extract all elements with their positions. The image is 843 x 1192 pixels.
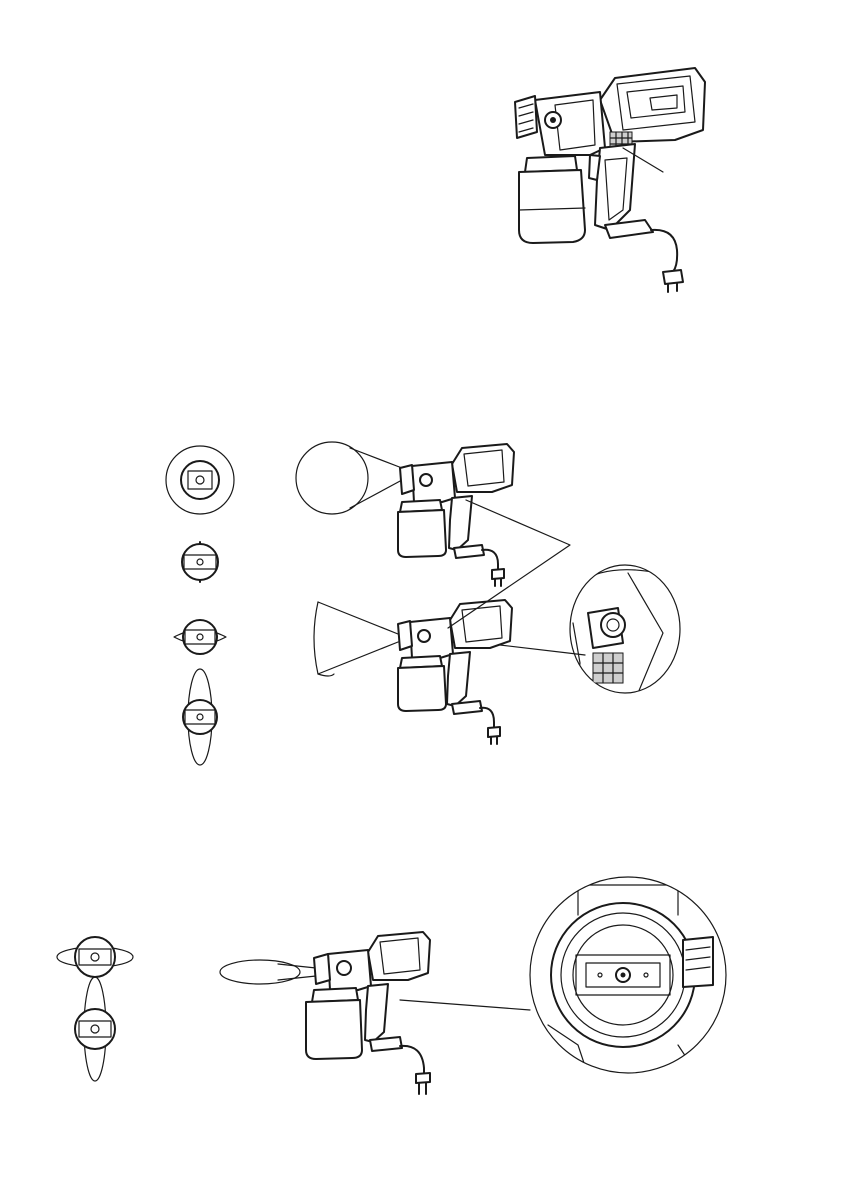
- paint-sprayer-icon: [292, 440, 532, 590]
- horizontal-fan-nozzle-icon: [57, 937, 133, 977]
- paint-sprayer-icon: [505, 60, 730, 295]
- adjustment-knob-detail: [568, 563, 683, 695]
- horizontal-fan-nozzle-icon: [183, 669, 217, 765]
- vertical-fan-nozzle-icon: [182, 542, 218, 582]
- knob-detail-figure: [568, 563, 683, 695]
- nozzle-detail-figure: [528, 875, 728, 1075]
- nozzle-positions-column: [160, 445, 240, 775]
- round-pattern-nozzle-icon: [166, 446, 234, 514]
- paint-sprayer-icon: [310, 598, 530, 748]
- fan-orientation-nozzles: [55, 925, 135, 1085]
- sprayer-fan-spray-figure: [310, 598, 530, 748]
- sprayer-horizontal-fan-figure: [218, 928, 458, 1098]
- diagonal-fan-nozzle-icon: [174, 620, 226, 654]
- nozzle-closeup-detail: [528, 875, 728, 1075]
- paint-sprayer-icon: [218, 928, 458, 1098]
- sprayer-overview-figure: [505, 60, 730, 295]
- sprayer-round-spray-figure: [292, 440, 532, 590]
- vertical-fan-nozzle-icon: [75, 977, 115, 1081]
